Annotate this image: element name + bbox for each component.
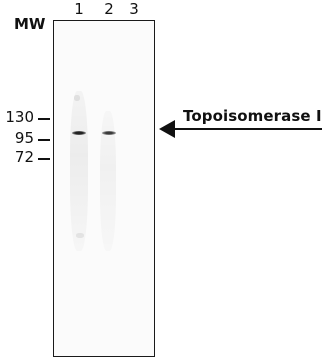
marker-95-label: 95 — [14, 129, 34, 147]
lane-2-band — [102, 131, 116, 135]
arrow-head-icon — [159, 120, 175, 138]
marker-95-tick — [38, 139, 50, 141]
lane-3-label: 3 — [129, 0, 139, 18]
lane-2-smear — [100, 111, 116, 251]
marker-130-tick — [38, 118, 50, 120]
blot-membrane — [53, 20, 155, 357]
mw-header: MW — [14, 15, 46, 33]
lane-1-band — [72, 131, 86, 135]
lane-1-faint-spot-lower — [76, 233, 84, 238]
lane-1-label: 1 — [74, 0, 84, 18]
lane-2-label: 2 — [104, 0, 114, 18]
marker-130-label: 130 — [5, 108, 34, 126]
target-protein-label: Topoisomerase I — [183, 107, 322, 125]
lane-1-smear — [70, 91, 88, 251]
lane-1-faint-spot — [74, 95, 80, 101]
marker-72-label: 72 — [14, 148, 34, 166]
marker-72-tick — [38, 158, 50, 160]
arrow-line — [172, 128, 322, 130]
